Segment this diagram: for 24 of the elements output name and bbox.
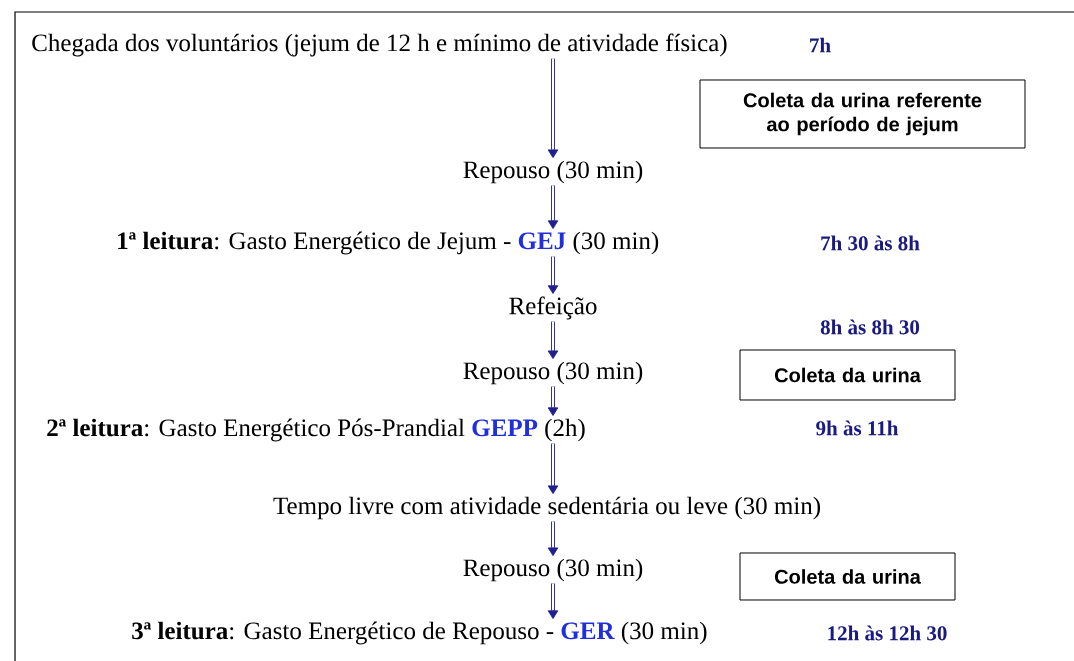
arrow [547,443,559,495]
time-label: 7h 30 às 8h [821,235,920,251]
step-text: Repouso (30 min) [463,558,643,582]
arrow [547,583,559,619]
time-label: 12h às 12h 30 [828,625,947,641]
step-text: Tempo livre com atividade sedentária ou leve (30 min) [273,496,820,520]
step-text: 1ª leitura: Gasto Energético de Jejum - GEJ (30 min) [118,231,659,255]
step-text: Repouso (30 min) [463,361,643,385]
time-label: 7h [810,37,831,53]
step-text: Repouso (30 min) [463,160,643,184]
arrow [547,185,559,229]
step-text: 2ª leitura: Gasto Energético Pós-Prandial GEPP (2h) [47,418,585,442]
step-text: Chegada dos voluntários (jejum de 12 h e mínimo de atividade física) [32,33,727,57]
step-text: Refeição [509,296,597,320]
arrow [547,321,559,360]
arrow [547,256,559,294]
arrow [547,521,559,557]
arrow [547,386,559,416]
note-box: Coleta da urina [739,349,956,401]
note-box: Coleta da urina referente ao período de jejum [699,79,1026,149]
arrow [547,58,559,159]
note-box: Coleta da urina [739,552,956,601]
time-label: 9h às 11h [816,420,899,436]
step-text: 3ª leitura: Gasto Energético de Repouso - GER (30 min) [132,621,707,645]
